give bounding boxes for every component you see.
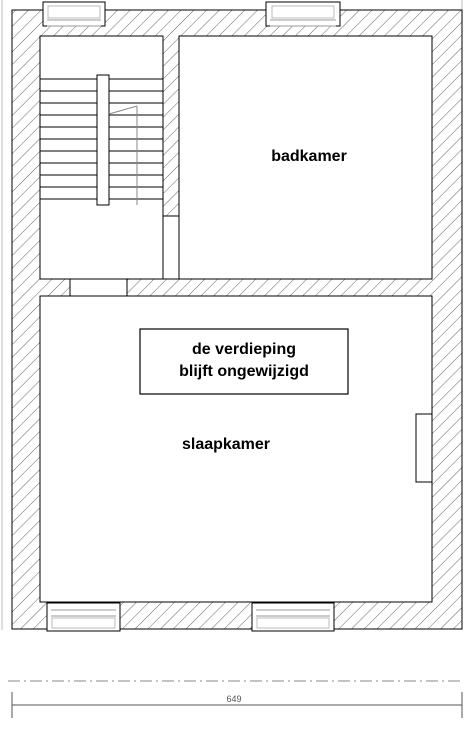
dimension-label: 649 [226,694,241,704]
room-label-bedroom: slaapkamer [182,436,270,453]
dimension: 649 [8,680,463,718]
bedroom-wall-niche [415,413,433,483]
bathroom-door-opening [162,215,180,280]
note-box: de verdieping blijft ongewijzigd [139,328,349,395]
window-bottom-left [46,602,121,632]
stair-door-opening [69,278,128,297]
window-top-right [265,1,341,27]
note-line-1: de verdieping [192,341,296,358]
stair-handrail [96,74,110,206]
windows [42,1,341,632]
room-label-bathroom: badkamer [271,148,347,165]
staircase [40,74,163,206]
door-openings [69,215,433,483]
bathroom-space [178,35,433,280]
window-top-left [42,1,106,27]
window-bottom-right [251,602,335,632]
note-line-2: blijft ongewijzigd [179,363,309,380]
